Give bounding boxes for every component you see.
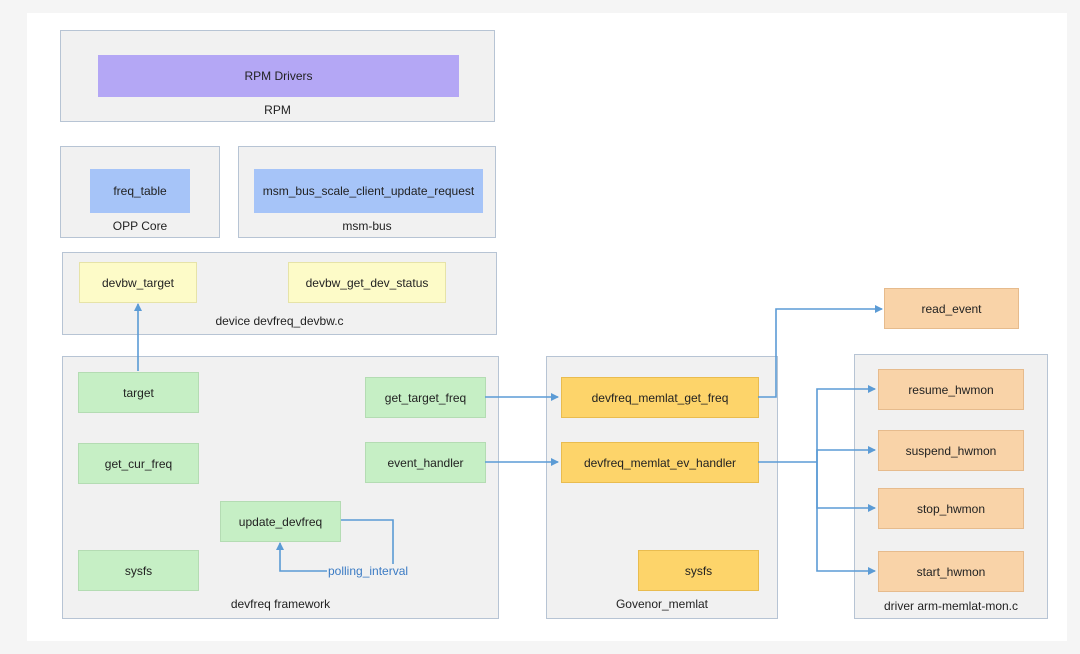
opp-core-group: freq_table OPP Core: [60, 146, 220, 238]
suspend-hwmon-box: suspend_hwmon: [878, 430, 1024, 471]
governor-memlat-group: devfreq_memlat_get_freq devfreq_memlat_e…: [546, 356, 778, 619]
opp-core-label: OPP Core: [112, 219, 168, 233]
devbw-group: devbw_target devbw_get_dev_status device…: [62, 252, 497, 335]
msm-bus-group: msm_bus_scale_client_update_request msm-…: [238, 146, 496, 238]
update-devfreq-box: update_devfreq: [220, 501, 341, 542]
memlat-ev-handler-box: devfreq_memlat_ev_handler: [561, 442, 759, 483]
memlat-get-freq-box: devfreq_memlat_get_freq: [561, 377, 759, 418]
devbw-target-box: devbw_target: [79, 262, 197, 303]
rpm-label: RPM: [264, 103, 291, 117]
start-hwmon-box: start_hwmon: [878, 551, 1024, 592]
stop-hwmon-box: stop_hwmon: [878, 488, 1024, 529]
driver-arm-memlat-mon-group: resume_hwmon suspend_hwmon stop_hwmon st…: [854, 354, 1048, 619]
driver-label: driver arm-memlat-mon.c: [883, 599, 1018, 613]
read-event-box: read_event: [884, 288, 1019, 329]
devbw-get-dev-status-box: devbw_get_dev_status: [288, 262, 446, 303]
get-cur-freq-box: get_cur_freq: [78, 443, 199, 484]
resume-hwmon-box: resume_hwmon: [878, 369, 1024, 410]
msm-bus-label: msm-bus: [342, 219, 392, 233]
freq-table-box: freq_table: [90, 169, 190, 213]
get-target-freq-box: get_target_freq: [365, 377, 486, 418]
governor-memlat-label: Govenor_memlat: [615, 597, 709, 611]
target-box: target: [78, 372, 199, 413]
event-handler-box: event_handler: [365, 442, 486, 483]
rpm-drivers-box: RPM Drivers: [98, 55, 459, 97]
devbw-label: device devfreq_devbw.c: [215, 314, 344, 328]
governor-sysfs-box: sysfs: [638, 550, 759, 591]
msm-bus-update-request-box: msm_bus_scale_client_update_request: [254, 169, 483, 213]
sysfs-box: sysfs: [78, 550, 199, 591]
polling-interval-label: polling_interval: [327, 564, 410, 578]
rpm-group: RPM Drivers RPM: [60, 30, 495, 122]
devfreq-framework-label: devfreq framework: [230, 597, 331, 611]
devfreq-framework-group: target get_cur_freq sysfs update_devfreq…: [62, 356, 499, 619]
